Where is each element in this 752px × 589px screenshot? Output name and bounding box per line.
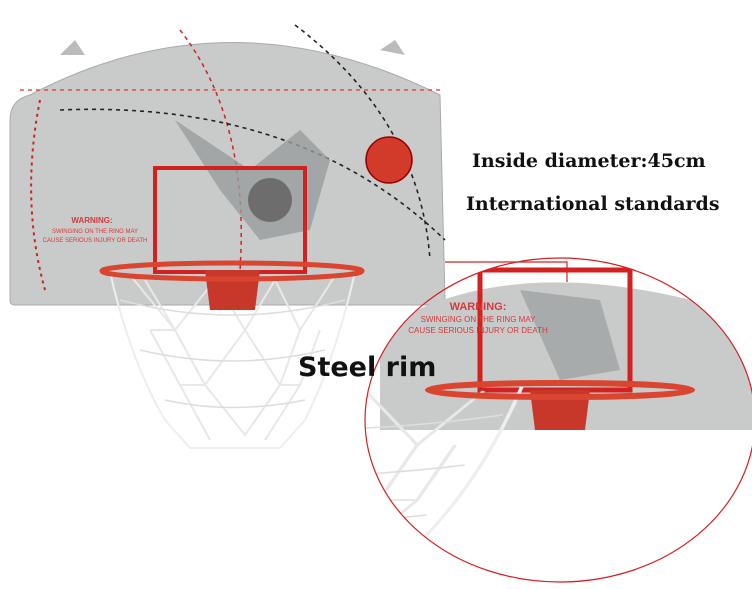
zoom-warning-title: WARNING: [450, 301, 507, 313]
callout-line [445, 261, 568, 282]
warning-line1: SWINGING ON THE RING MAY [52, 229, 138, 235]
warning-line2: CAUSE SERIOUS INJURY OR DEATH [43, 238, 148, 244]
zoom-warning-line2: CAUSE SERIOUS INJURY OR DEATH [408, 326, 548, 335]
caption-standards: International standards [466, 193, 720, 215]
zoom-warning-line1: SWINGING ON THE RING MAY [421, 315, 536, 324]
backboard [9, 24, 446, 306]
rim-bracket [205, 270, 260, 310]
caption-diameter: Inside diameter:45cm [472, 150, 706, 172]
steel-rim [99, 260, 365, 282]
warning-title: WARNING: [71, 216, 112, 225]
zoom-detail [365, 267, 752, 565]
caption-steel-rim: Steel rim [298, 352, 437, 383]
zoom-circle-border [364, 257, 752, 583]
